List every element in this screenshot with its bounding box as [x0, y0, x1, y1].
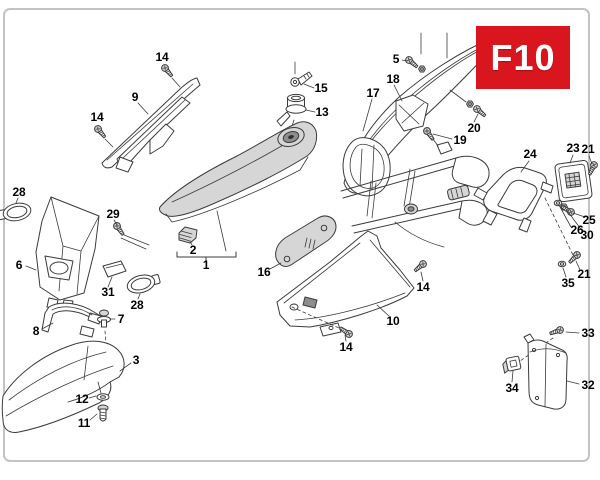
- part-label-31[interactable]: 31: [101, 285, 115, 299]
- part-label-2[interactable]: 2: [189, 243, 197, 257]
- side-panel-drawing: [276, 230, 415, 337]
- part-label-33[interactable]: 33: [581, 326, 595, 340]
- screw-29-guide-lines: [120, 234, 150, 250]
- part-label-6[interactable]: 6: [15, 258, 23, 272]
- part-label-5[interactable]: 5: [392, 52, 400, 66]
- part-label-14-3[interactable]: 14: [416, 280, 430, 294]
- pad-31-drawing: [102, 260, 127, 278]
- part-label-9[interactable]: 9: [131, 90, 139, 104]
- part-label-19[interactable]: 19: [453, 133, 467, 147]
- seat-bumper-drawing: [178, 226, 198, 244]
- part-label-3[interactable]: 3: [132, 353, 140, 367]
- clip-nut-34-drawing: [502, 355, 522, 374]
- screw-29-drawing: [111, 220, 127, 238]
- part-label-17[interactable]: 17: [366, 86, 380, 100]
- leader-lines: [15, 59, 593, 421]
- part-label-20[interactable]: 20: [467, 121, 481, 135]
- part-label-25[interactable]: 25: [582, 213, 596, 227]
- alignment-dash-line-a: [544, 197, 574, 256]
- part-label-7[interactable]: 7: [117, 312, 125, 326]
- trim-strip-drawing: [101, 77, 201, 173]
- seat-lock-key-drawing: [290, 61, 313, 87]
- screw-14-c-drawing: [412, 258, 429, 274]
- part-label-14-4[interactable]: 14: [339, 340, 353, 354]
- part-label-34[interactable]: 34: [505, 381, 519, 395]
- part-label-11[interactable]: 11: [77, 416, 91, 430]
- mud-guard-drawing: [523, 333, 568, 410]
- part-label-8[interactable]: 8: [32, 324, 40, 338]
- front-fender-drawing: [1, 340, 125, 433]
- part-label-32[interactable]: 32: [581, 378, 595, 392]
- screw-14-a-drawing: [159, 62, 175, 79]
- reflector-plate-drawing: [554, 159, 593, 203]
- clamp-28-a-drawing: [0, 200, 33, 225]
- part-label-10[interactable]: 10: [386, 314, 400, 328]
- clamp-28-b-drawing: [124, 270, 163, 297]
- part-label-16[interactable]: 16: [257, 265, 271, 279]
- part-label-26[interactable]: 26: [570, 223, 584, 237]
- part-label-14[interactable]: 14: [155, 50, 169, 64]
- part-label-12[interactable]: 12: [75, 392, 89, 406]
- part-label-18[interactable]: 18: [386, 72, 400, 86]
- washer-26-drawing: [553, 199, 563, 207]
- washer-12-drawing: [96, 381, 110, 401]
- part-label-21[interactable]: 21: [581, 142, 595, 156]
- part-label-21-2[interactable]: 21: [577, 267, 591, 281]
- nut-5-drawing: [418, 65, 426, 73]
- seat-assembly-bracket: [176, 210, 237, 262]
- screw-20-drawing: [471, 103, 488, 119]
- nut-20-drawing: [466, 100, 474, 108]
- screw-33-drawing: [548, 325, 565, 338]
- washer-35-drawing: [557, 260, 567, 268]
- part-label-29[interactable]: 29: [106, 207, 120, 221]
- headlight-bracket-drawing: [41, 302, 103, 338]
- part-label-30[interactable]: 30: [580, 228, 594, 242]
- part-label-13[interactable]: 13: [315, 105, 329, 119]
- seat-lock-cylinder-drawing: [276, 93, 307, 130]
- part-label-24[interactable]: 24: [523, 147, 537, 161]
- part-label-28[interactable]: 28: [12, 185, 26, 199]
- seat-drawing: [159, 121, 318, 223]
- screw-14-b-drawing: [92, 123, 108, 140]
- part-label-15[interactable]: 15: [314, 81, 328, 95]
- part-label-35[interactable]: 35: [561, 276, 575, 290]
- plate-bracket-drawing: [473, 166, 554, 233]
- page-frame: [3, 8, 590, 462]
- part-label-28-2[interactable]: 28: [130, 298, 144, 312]
- headlight-mask-drawing: [35, 196, 100, 311]
- bolt-11-drawing: [97, 404, 109, 422]
- sheet-code-badge: F10: [476, 26, 570, 89]
- part-label-14-2[interactable]: 14: [90, 110, 104, 124]
- screw-5-drawing: [403, 54, 420, 70]
- heat-shield-drawing: [275, 215, 337, 267]
- bolt-7-drawing: [97, 309, 111, 357]
- part-label-23[interactable]: 23: [566, 141, 580, 155]
- screw-21-b-drawing: [566, 249, 583, 266]
- part-label-1[interactable]: 1: [202, 258, 210, 272]
